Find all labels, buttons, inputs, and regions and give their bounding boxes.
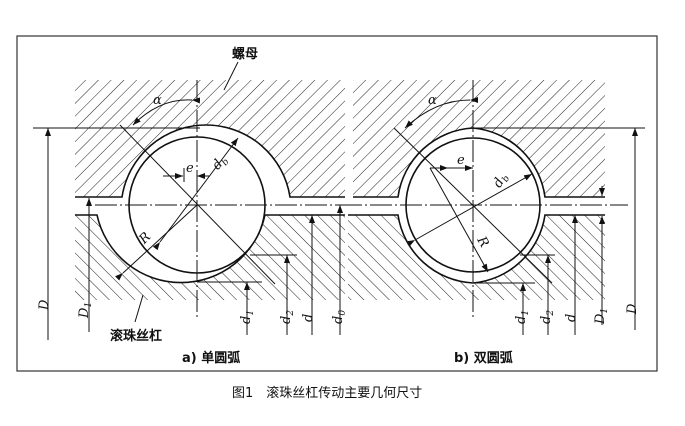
- d1-label: d1: [239, 310, 256, 324]
- figure-frame: [16, 35, 658, 372]
- alpha-label: α: [153, 93, 162, 108]
- alpha-label: α: [428, 93, 437, 108]
- d-label: d: [564, 314, 579, 322]
- d0-label: d0: [331, 310, 348, 324]
- panel-single-arc: 螺母 α e db R D D1 d1 d2 d d0 滚珠丝杠 a) 单圆弧: [33, 46, 348, 366]
- e-label: e: [186, 161, 194, 176]
- D-label: D: [625, 303, 640, 315]
- d2-label: d2: [539, 310, 556, 324]
- panel-a-title: a) 单圆弧: [182, 350, 240, 366]
- D1-label: D1: [77, 302, 94, 319]
- d-label: d: [301, 314, 316, 322]
- D1-label: D1: [593, 308, 610, 325]
- screw-label: 滚珠丝杠: [110, 328, 162, 344]
- screw-section: [348, 215, 605, 300]
- figure-caption: 图1 滚珠丝杠传动主要几何尺寸: [232, 385, 422, 401]
- panel-double-arc: α e db R D D1 d d2 d1 b) 双圆弧: [340, 80, 645, 366]
- D-label: D: [37, 299, 52, 311]
- panel-b-title: b) 双圆弧: [454, 350, 513, 366]
- d1-label: d1: [514, 310, 531, 324]
- nut-label: 螺母: [232, 46, 258, 62]
- screw-section: [75, 215, 345, 300]
- e-label: e: [457, 153, 465, 168]
- d2-label: d2: [279, 310, 296, 324]
